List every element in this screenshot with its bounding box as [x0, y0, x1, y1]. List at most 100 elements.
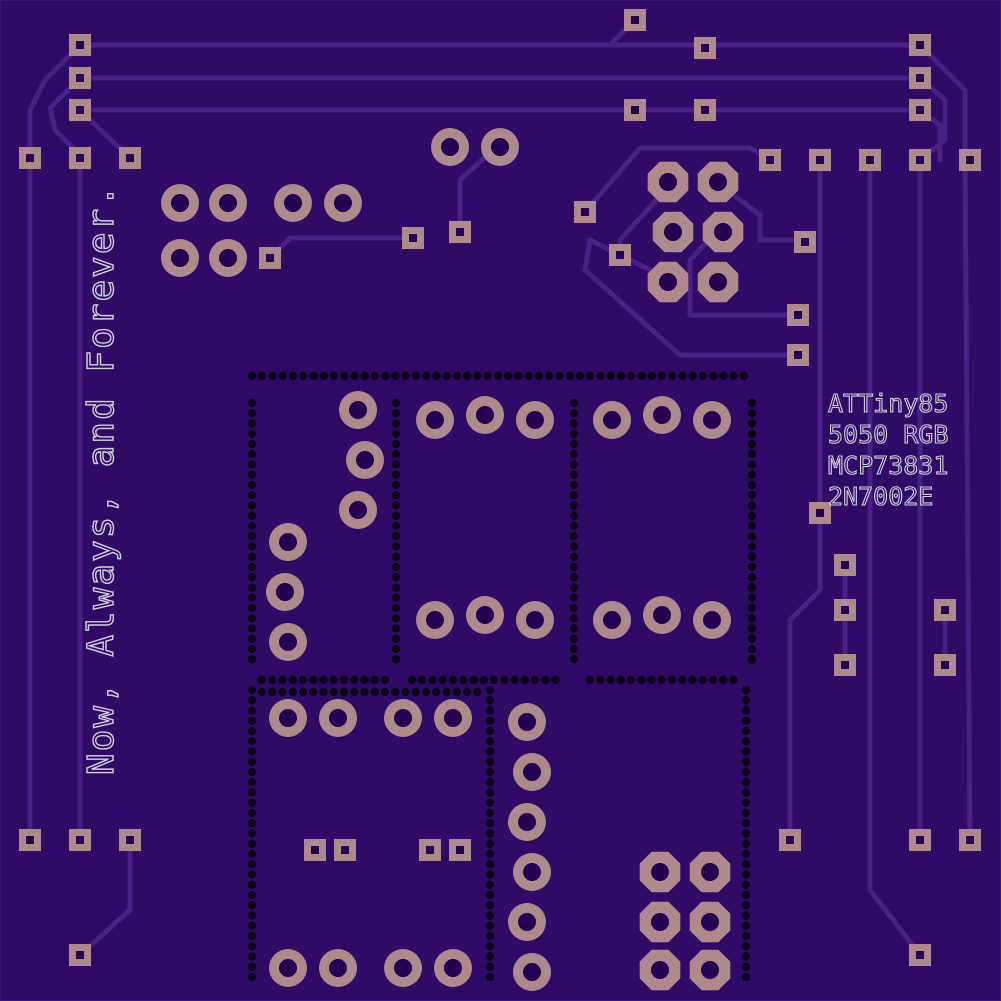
- perf-hole: [247, 409, 257, 418]
- perf-hole: [485, 911, 495, 920]
- perf-hole: [247, 716, 257, 725]
- perf-hole: [485, 706, 495, 715]
- perf-hole: [569, 655, 579, 664]
- perf-hole: [247, 726, 257, 736]
- pad-drill: [76, 951, 84, 959]
- trace: [867, 157, 923, 958]
- perf-hole: [569, 480, 579, 490]
- perf-hole: [530, 675, 540, 685]
- perf-hole: [391, 624, 401, 633]
- silkscreen-slogan: Now, Always, and Forever.: [81, 183, 122, 775]
- pad-drill: [518, 713, 536, 731]
- perf-hole: [647, 371, 656, 381]
- pad-drill: [701, 44, 709, 52]
- perf-hole: [485, 972, 495, 982]
- perf-hole: [288, 675, 297, 685]
- pad-drill: [616, 251, 624, 259]
- perf-hole: [391, 532, 401, 541]
- square-pad: [859, 149, 881, 171]
- perf-hole: [596, 675, 605, 685]
- perf-hole: [258, 371, 267, 381]
- perf-hole: [747, 511, 757, 520]
- perf-hole: [719, 675, 728, 685]
- square-pad: [304, 839, 326, 861]
- perf-hole: [569, 614, 579, 623]
- perf-hole: [247, 706, 257, 715]
- pad-drill: [456, 228, 464, 236]
- perf-hole: [747, 593, 757, 602]
- perf-hole: [391, 655, 401, 664]
- through-hole-pad: [319, 949, 357, 987]
- through-hole-pad: [593, 601, 631, 639]
- perf-hole: [381, 371, 390, 381]
- through-hole-pad: [416, 401, 454, 439]
- perf-hole: [569, 450, 579, 459]
- perf-hole: [741, 737, 751, 746]
- pad-drill: [916, 106, 924, 114]
- perf-hole: [391, 614, 401, 623]
- perf-hole: [485, 931, 495, 941]
- perf-hole: [247, 450, 257, 459]
- square-pad: [834, 554, 856, 576]
- perf-hole: [489, 675, 499, 685]
- perf-hole: [247, 778, 257, 787]
- perf-hole: [678, 675, 687, 685]
- pad-drill: [279, 959, 297, 977]
- perf-hole: [741, 942, 751, 951]
- trace: [687, 227, 801, 318]
- perf-hole: [585, 675, 595, 685]
- perf-hole: [432, 371, 441, 381]
- perf-hole: [247, 562, 257, 572]
- perf-hole: [747, 614, 757, 623]
- pad-drill: [349, 501, 367, 519]
- pad-drill: [651, 961, 669, 979]
- perf-hole: [514, 371, 523, 381]
- perf-hole: [391, 439, 401, 449]
- square-pad: [69, 147, 91, 169]
- through-hole-pad: [339, 491, 377, 529]
- pad-drill: [653, 406, 671, 424]
- perf-hole: [298, 687, 308, 697]
- octagon-pads: [639, 161, 744, 991]
- perf-hole: [360, 687, 369, 697]
- perf-hole: [741, 880, 751, 889]
- through-hole-pads: [161, 128, 731, 991]
- part-line: MCP73831: [828, 451, 948, 480]
- pad-drill: [794, 311, 802, 319]
- pad-drill: [703, 611, 721, 629]
- perf-hole: [459, 675, 468, 685]
- perf-hole: [485, 788, 495, 797]
- perf-hole: [247, 972, 257, 982]
- perf-hole: [391, 409, 401, 418]
- perf-hole: [448, 675, 458, 685]
- perf-hole: [741, 839, 751, 848]
- perf-hole: [391, 419, 401, 428]
- pad-drill: [476, 606, 494, 624]
- perf-hole: [747, 644, 757, 654]
- pad-drill: [219, 249, 237, 267]
- square-pad: [69, 34, 91, 56]
- perf-hole: [247, 931, 257, 941]
- perf-hole: [247, 808, 257, 818]
- perf-hole: [485, 696, 495, 705]
- perf-hole: [247, 747, 257, 756]
- trace: [917, 75, 948, 163]
- square-pad: [609, 244, 631, 266]
- perf-hole: [569, 439, 579, 449]
- perf-hole: [278, 675, 287, 685]
- perf-hole: [485, 747, 495, 756]
- perf-hole: [391, 460, 401, 469]
- pad-drill: [659, 273, 677, 291]
- octagon-pad: [639, 901, 681, 943]
- pad-drill: [171, 249, 189, 267]
- perf-hole: [421, 687, 431, 697]
- perf-hole: [708, 675, 718, 685]
- square-pad: [119, 829, 141, 851]
- perf-hole: [288, 371, 298, 381]
- perf-hole: [257, 675, 267, 685]
- through-hole-pad: [693, 601, 731, 639]
- through-hole-pad: [269, 623, 307, 661]
- pad-drill: [284, 194, 302, 212]
- perf-hole: [268, 371, 277, 381]
- perf-hole: [247, 573, 257, 582]
